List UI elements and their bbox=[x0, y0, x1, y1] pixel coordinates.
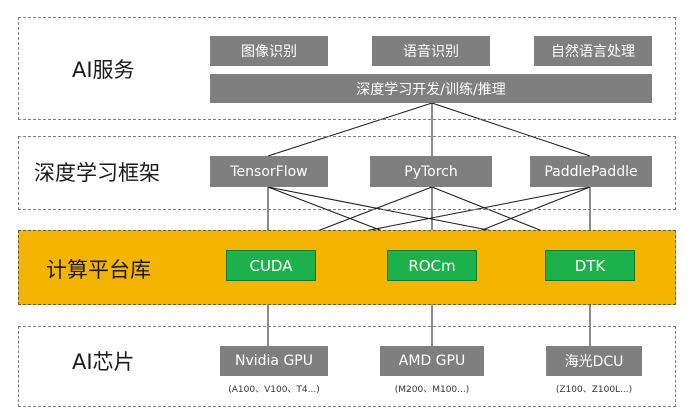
nvidia-gpu-box: Nvidia GPU bbox=[220, 346, 328, 376]
chip-layer-label: AI芯片 bbox=[72, 350, 135, 374]
nlp-box: 自然语言处理 bbox=[534, 36, 652, 66]
platform-layer-label: 计算平台库 bbox=[46, 258, 151, 282]
nvidia-models-note: (A100、V100、T4...) bbox=[228, 385, 320, 395]
rocm-box: ROCm bbox=[387, 250, 477, 281]
paddlepaddle-box: PaddlePaddle bbox=[530, 156, 652, 187]
speech-recognition-box: 语音识别 bbox=[372, 36, 490, 66]
amd-models-note: (M200、M100...) bbox=[394, 385, 470, 395]
tensorflow-box: TensorFlow bbox=[210, 156, 328, 187]
framework-layer bbox=[18, 136, 676, 210]
chip-layer bbox=[18, 326, 676, 407]
cuda-box: CUDA bbox=[226, 250, 316, 281]
hygon-models-note: (Z100、Z100L...) bbox=[555, 385, 633, 395]
amd-gpu-box: AMD GPU bbox=[380, 346, 484, 376]
dl-dev-train-infer-box: 深度学习开发/训练/推理 bbox=[210, 74, 652, 103]
ai-service-layer-label: AI服务 bbox=[72, 58, 135, 82]
hygon-dcu-box: 海光DCU bbox=[546, 346, 642, 376]
image-recognition-box: 图像识别 bbox=[210, 36, 328, 66]
framework-layer-label: 深度学习框架 bbox=[34, 161, 160, 185]
pytorch-box: PyTorch bbox=[370, 156, 492, 187]
ai-service-layer bbox=[18, 17, 676, 120]
dtk-box: DTK bbox=[545, 250, 635, 281]
